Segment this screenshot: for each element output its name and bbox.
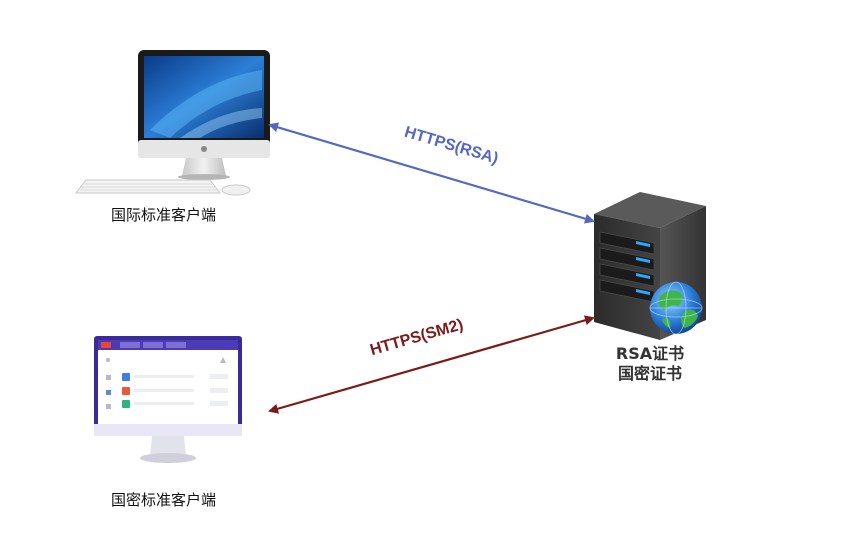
- cert-sm-label: 国密证书: [617, 364, 682, 383]
- cert-rsa-label: RSA证书: [615, 344, 685, 363]
- imac-desktop-icon: [74, 50, 270, 196]
- server-cert-labels: RSA证书 国密证书: [604, 344, 696, 384]
- link-rsa-label: HTTPS(RSA): [402, 124, 500, 168]
- server-tower-globe-icon: [594, 192, 706, 340]
- link-sm2-label: HTTPS(SM2): [368, 316, 465, 359]
- wps-office-monitor-icon: [94, 336, 242, 463]
- link-sm2: [268, 315, 595, 414]
- client-sm-label: 国密标准客户端: [111, 491, 217, 509]
- client-intl-label: 国际标准客户端: [111, 206, 217, 224]
- link-rsa: [268, 122, 595, 224]
